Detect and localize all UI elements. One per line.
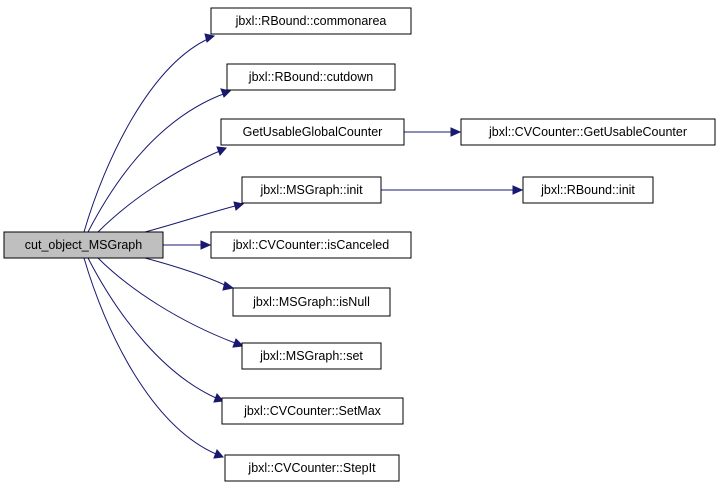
node-label: jbxl::RBound::cutdown (248, 70, 373, 84)
edge-msgraph-init-to-rbound-init (381, 185, 524, 195)
node-msgraph-set[interactable]: jbxl::MSGraph::set (241, 342, 382, 370)
node-cvcounter-stepit[interactable]: jbxl::CVCounter::StepIt (224, 454, 400, 482)
node-getusableglobalcounter[interactable]: GetUsableGlobalCounter (220, 118, 405, 146)
node-cvcounter-setmax[interactable]: jbxl::CVCounter::SetMax (221, 397, 404, 425)
node-rbound-init[interactable]: jbxl::RBound::init (522, 176, 654, 204)
edge-root-to-iscanceled (163, 240, 212, 250)
node-label: cut_object_MSGraph (25, 238, 142, 252)
node-label: jbxl::CVCounter::StepIt (247, 461, 376, 475)
edge-root-to-stepit (83, 257, 224, 459)
node-cvcounter-iscanceled[interactable]: jbxl::CVCounter::isCanceled (210, 231, 412, 259)
edge-getusableglobal-to-getusable (404, 127, 462, 137)
node-label: jbxl::CVCounter::isCanceled (232, 238, 389, 252)
node-msgraph-init[interactable]: jbxl::MSGraph::init (241, 176, 382, 204)
node-label: jbxl::CVCounter::GetUsableCounter (488, 125, 687, 139)
node-label: jbxl::MSGraph::isNull (252, 295, 370, 309)
edge-root-to-set (97, 257, 245, 348)
node-label: jbxl::MSGraph::init (259, 183, 363, 197)
edge-root-to-cutdown (87, 88, 231, 233)
node-label: jbxl::MSGraph::set (259, 349, 363, 363)
node-label: jbxl::RBound::commonarea (235, 14, 387, 28)
node-label: jbxl::CVCounter::SetMax (243, 404, 382, 418)
edges (83, 33, 524, 459)
nodes: cut_object_MSGraph jbxl::RBound::commona… (3, 7, 716, 482)
node-label: jbxl::RBound::init (540, 183, 635, 197)
edge-root-to-msgraph-init (144, 201, 245, 233)
node-msgraph-isnull[interactable]: jbxl::MSGraph::isNull (232, 287, 391, 317)
node-cut-object-msgraph[interactable]: cut_object_MSGraph (3, 231, 164, 259)
node-rbound-cutdown[interactable]: jbxl::RBound::cutdown (226, 63, 396, 91)
node-label: GetUsableGlobalCounter (243, 125, 383, 139)
node-rbound-commonarea[interactable]: jbxl::RBound::commonarea (210, 7, 412, 35)
node-cvcounter-getusablecounter[interactable]: jbxl::CVCounter::GetUsableCounter (460, 118, 716, 146)
edge-root-to-getusableglobal (97, 146, 227, 233)
edge-root-to-commonarea (83, 33, 216, 233)
edge-root-to-isnull (144, 257, 235, 291)
edge-root-to-setmax (87, 257, 224, 403)
